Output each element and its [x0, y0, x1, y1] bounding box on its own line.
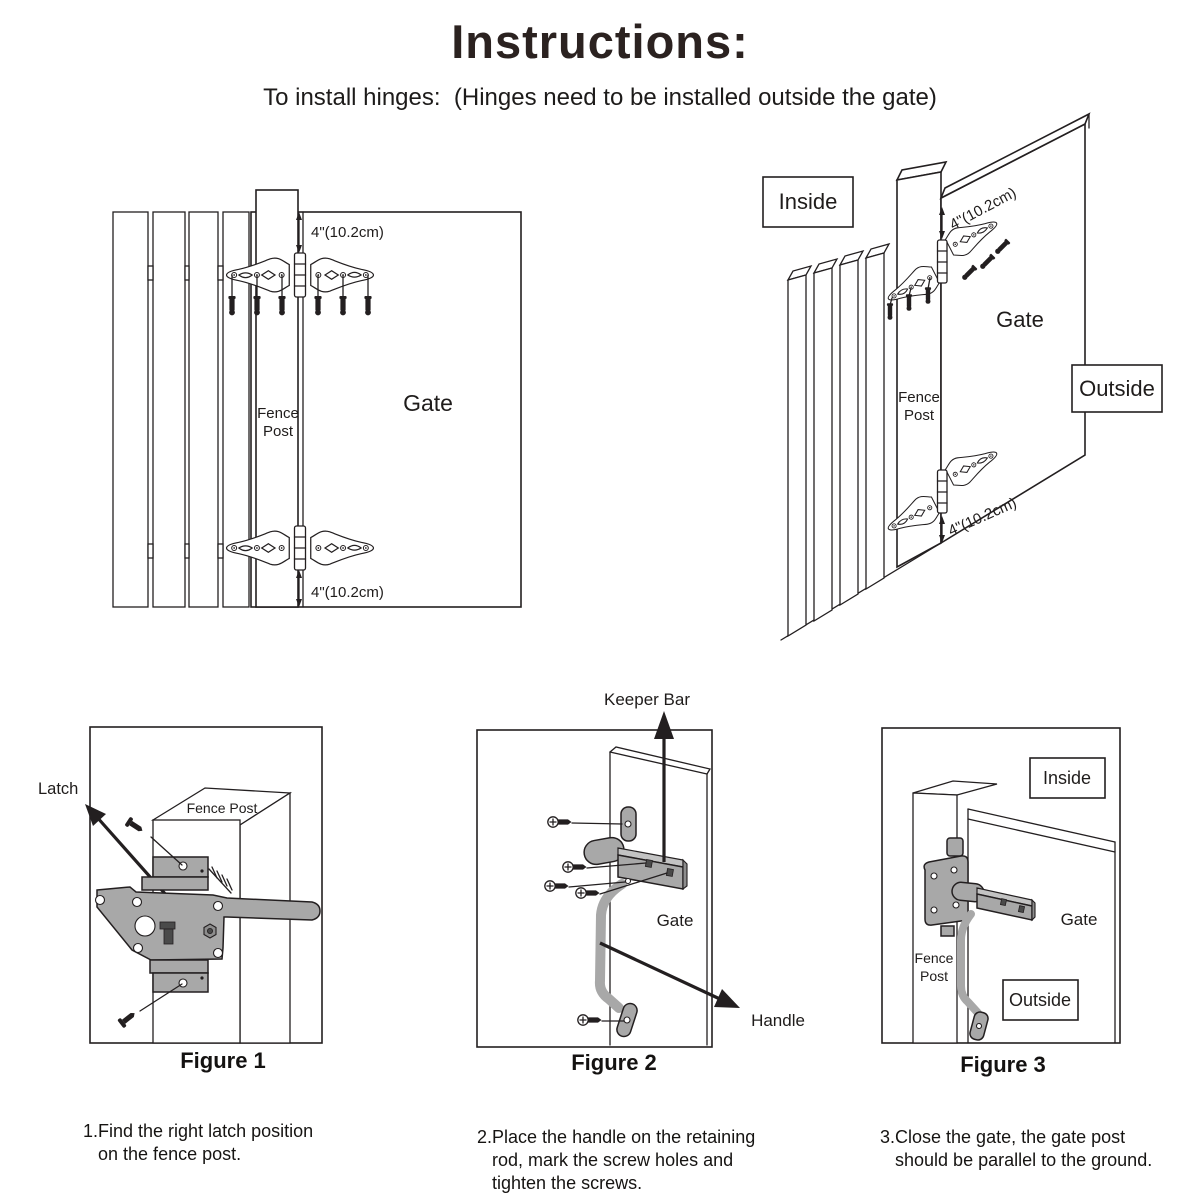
gate-label-fig3: Gate — [1061, 910, 1098, 929]
outside-label: Outside — [1079, 376, 1155, 401]
post-label-fig3: Post — [920, 968, 948, 984]
spring — [208, 866, 233, 894]
inside-label: Inside — [779, 189, 838, 214]
page-subtitle: To install hinges: (Hinges need to be in… — [263, 84, 937, 111]
handle-arrow — [599, 941, 740, 1008]
diagram-flat-view: 4"(10.2cm) 4"(10.2cm) Fence Post Gate — [112, 189, 522, 608]
inside-label-box: Inside — [762, 176, 854, 228]
handle-strap-fig3 — [957, 910, 982, 1017]
fence-post-label-line2: Post — [263, 423, 294, 440]
hinge-bottom-3d — [881, 439, 1004, 543]
figure2-diagram: Keeper Bar Handle Gate — [476, 690, 805, 1048]
hinge-top-3d — [881, 209, 1011, 320]
fence-slats-3d — [786, 242, 891, 638]
inside-label-fig3: Inside — [1043, 768, 1091, 788]
measure-bottom-label: 4"(10.2cm) — [311, 584, 384, 601]
latch-assembly — [94, 856, 321, 993]
hinge-top — [225, 252, 375, 298]
gate-label-3d: Gate — [996, 307, 1044, 332]
hinge-top-screws — [228, 274, 372, 316]
fig1-screw-bottom — [117, 983, 183, 1029]
latch-assembly-fig3 — [923, 837, 1036, 1041]
measure-top-label: 4"(10.2cm) — [311, 224, 384, 241]
bottom-tab-fig3 — [969, 1011, 989, 1041]
gate-label-fig2: Gate — [657, 911, 694, 930]
step-3: 3.Close the gate, the gate post should b… — [880, 1127, 1153, 1170]
figure2-frame — [476, 729, 713, 1048]
fence-post-3d-line1: Fence — [898, 389, 940, 406]
figure1-caption: Figure 1 — [180, 1048, 266, 1073]
fence-post-label-fig1: Fence Post — [187, 800, 258, 816]
latch-hook-tab — [946, 837, 964, 857]
handle-label: Handle — [751, 1011, 805, 1030]
step-1: 1.Find the right latch position on the f… — [83, 1121, 314, 1164]
figure3-caption: Figure 3 — [960, 1052, 1046, 1077]
outside-label-box-fig3: Outside — [1002, 979, 1079, 1021]
fig2-screws — [544, 816, 668, 1026]
measure-top: 4"(10.2cm) — [296, 212, 384, 253]
hinge-bottom — [225, 525, 375, 571]
gate-label: Gate — [403, 390, 453, 416]
keeper-bar-label: Keeper Bar — [604, 690, 690, 709]
step-2: 2.Place the handle on the retaining rod,… — [477, 1127, 756, 1193]
outside-label-fig3: Outside — [1009, 990, 1071, 1010]
latch-label: Latch — [38, 780, 78, 798]
measure-bottom: 4"(10.2cm) — [296, 570, 384, 607]
figure2-caption: Figure 2 — [571, 1050, 657, 1075]
figure3-diagram: Inside Outside Gate Fence Post — [881, 727, 1121, 1044]
handle-assembly — [583, 806, 688, 1038]
diagram-perspective-view: 4"(10.2cm) 4"(10.2cm) Inside Outside Gat… — [762, 112, 1163, 641]
page-title: Instructions: — [451, 15, 749, 68]
handle-strap — [594, 879, 627, 1013]
fence-post-3d-line2: Post — [904, 407, 935, 424]
inside-label-box-fig3: Inside — [1029, 757, 1106, 799]
fence-label-fig3: Fence — [915, 950, 954, 966]
retaining-rod — [583, 836, 625, 866]
outside-label-box: Outside — [1071, 364, 1163, 413]
keeper-bar-arrow — [654, 711, 674, 862]
fig1-screw-top — [124, 816, 183, 866]
fence-slats — [112, 211, 250, 608]
figure1-diagram: Fence Post Latch — [38, 726, 323, 1044]
fence-post-label-line1: Fence — [257, 405, 299, 422]
